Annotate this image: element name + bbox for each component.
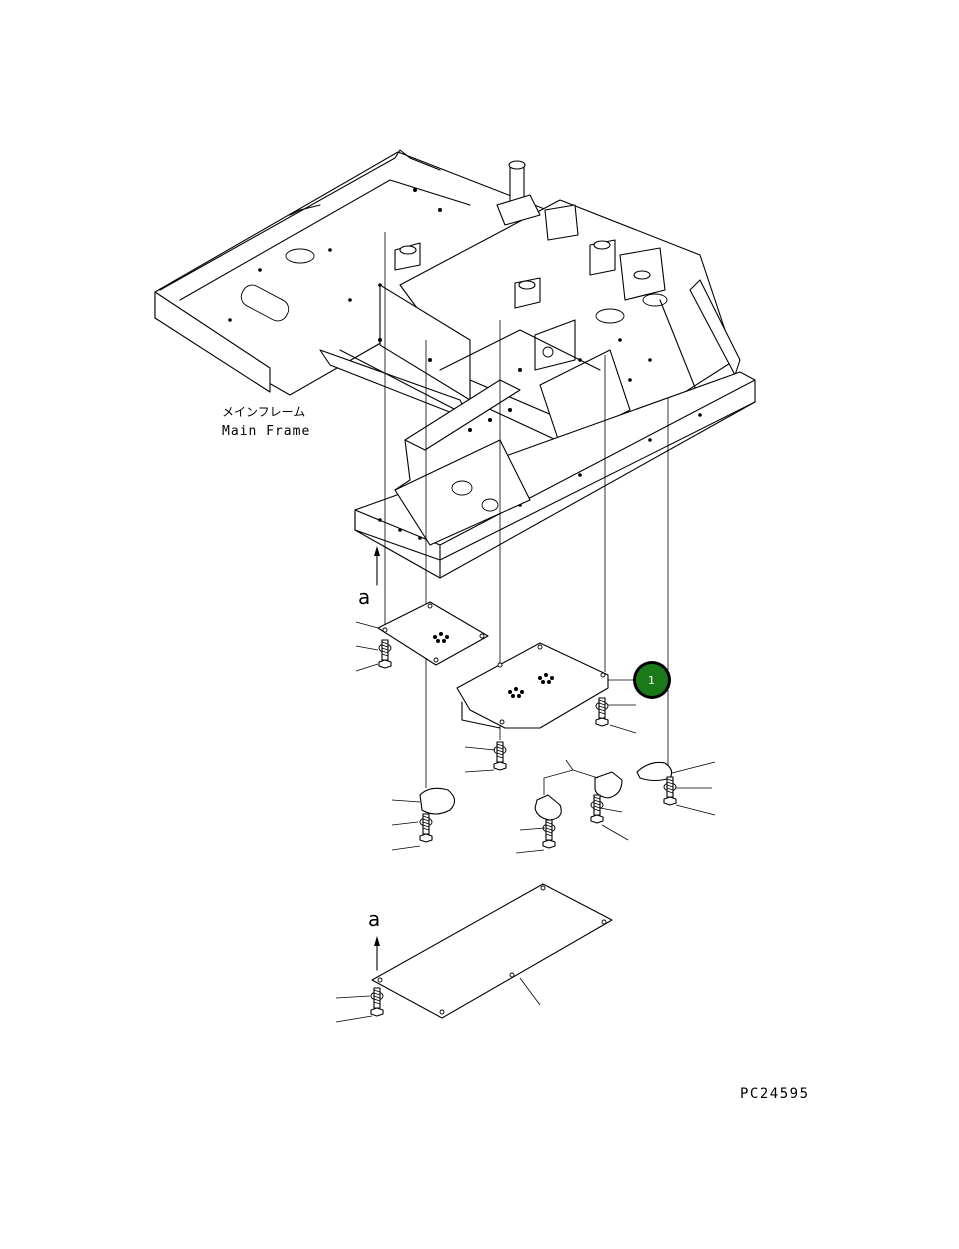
round-cover-right	[636, 761, 673, 782]
leader-lines	[335, 621, 716, 1023]
view-arrow-bottom: a	[368, 907, 380, 971]
cab-mount-post	[514, 277, 541, 309]
under-cover-plate	[371, 883, 613, 1019]
cover-plate-main[interactable]	[456, 642, 609, 729]
main-frame	[154, 149, 756, 579]
callout-1-number: 1	[648, 674, 655, 687]
bolt-head	[370, 1007, 384, 1017]
bolt-head	[595, 717, 609, 727]
bolt-head	[419, 833, 433, 843]
callout-1[interactable]: 1	[633, 661, 671, 699]
main-frame-label-jp: メインフレーム	[222, 405, 305, 419]
bolt-head	[663, 796, 677, 806]
bolt-with-washer	[378, 639, 392, 669]
view-arrow-top: a	[358, 546, 380, 609]
bolt-with-washer	[590, 794, 604, 824]
view-arrow-top-label: a	[358, 585, 370, 609]
bolt-with-washer	[663, 776, 677, 806]
bolt-with-washer	[370, 987, 384, 1017]
bolt-head	[378, 659, 392, 669]
bolts	[370, 639, 677, 1017]
bolt-with-washer	[419, 813, 433, 843]
bolt-head	[493, 761, 507, 771]
cab-mount-post	[496, 160, 541, 226]
bolt-with-washer	[542, 819, 556, 849]
bolt-with-washer	[493, 741, 507, 771]
round-cover-center	[534, 759, 623, 821]
bolt-head	[590, 814, 604, 824]
cab-mount-post	[589, 239, 666, 301]
round-cover-left	[419, 787, 456, 815]
drawing-code: PC24595	[740, 1086, 810, 1102]
view-arrow-bottom-label: a	[368, 907, 380, 931]
cover-plate-left	[377, 601, 489, 666]
bolt-head	[542, 839, 556, 849]
main-frame-label-en: Main Frame	[222, 424, 310, 439]
bolt-with-washer	[595, 697, 609, 727]
alignment-lines	[384, 232, 669, 788]
cab-mount-post	[394, 242, 421, 271]
